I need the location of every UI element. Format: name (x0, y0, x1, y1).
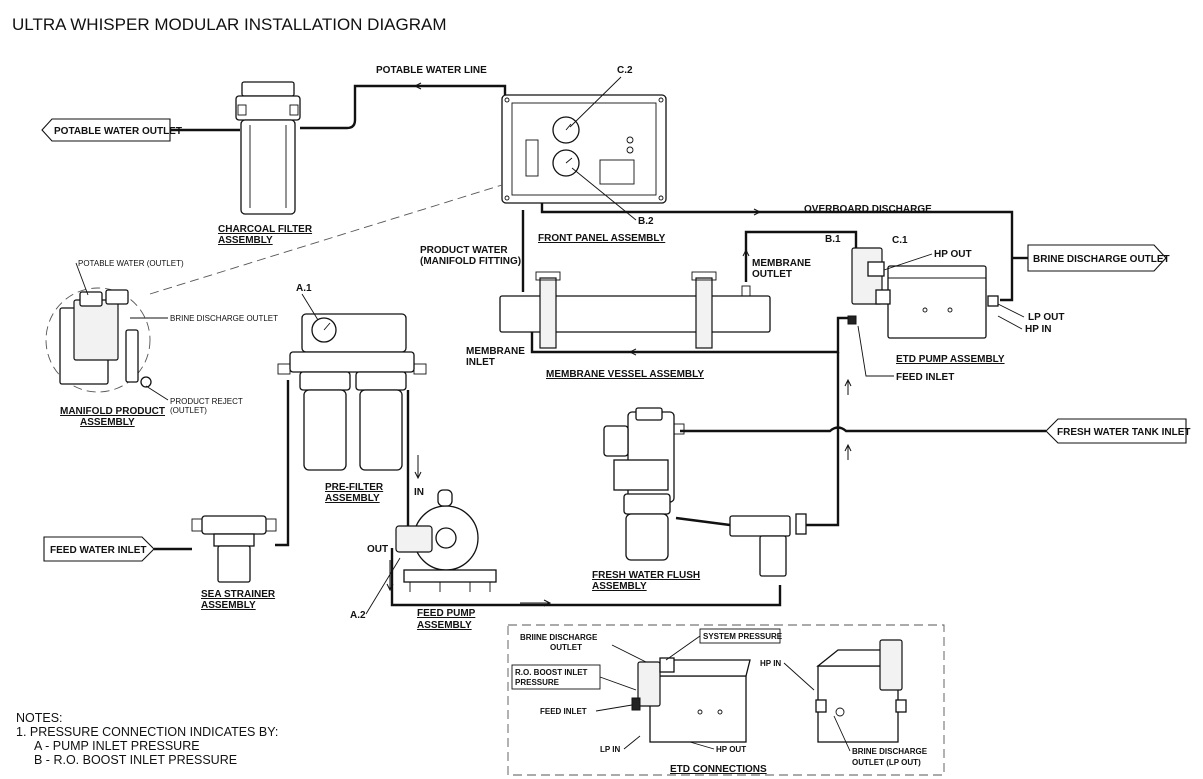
b1-label: B.1 (825, 234, 841, 245)
pre-filter-label: PRE-FILTER (325, 482, 384, 493)
overboard-discharge-label: OVERBOARD DISCHARGE (804, 204, 932, 215)
product-water-label-2: (MANIFOLD FITTING) (420, 256, 521, 267)
fresh-water-flush-label: FRESH WATER FLUSH (592, 570, 700, 581)
charcoal-filter-label: CHARCOAL FILTER (218, 224, 313, 235)
feed-pump-label-2: ASSEMBLY (417, 620, 472, 631)
feed-pump-out-label: OUT (367, 544, 388, 555)
potable-water-outlet-flag: POTABLE WATER OUTLET (41, 118, 240, 142)
etd-hp-in-label: HP IN (1025, 324, 1052, 335)
product-water-label: PRODUCT WATER (420, 245, 508, 256)
brine-discharge-outlet-label: BRINE DISCHARGE OUTLET (1033, 254, 1170, 265)
pre-filter-label-2: ASSEMBLY (325, 493, 380, 504)
front-panel-assembly: C.2 B.2 FRONT PANEL ASSEMBLY (501, 65, 667, 244)
notes-line-3: B - R.O. BOOST INLET PRESSURE (34, 753, 237, 767)
potable-water-outlet-label: POTABLE WATER OUTLET (54, 126, 182, 137)
sea-strainer-label: SEA STRAINER (201, 589, 276, 600)
feed-pump-label: FEED PUMP (417, 608, 476, 619)
feed-pump-assembly: IN OUT A.2 FEED PUMP ASSEMBLY (350, 487, 497, 631)
c1-label: C.1 (892, 235, 908, 246)
manifold-reject-label-2: (OUTLET) (170, 406, 207, 415)
manifold-reject-label: PRODUCT REJECT (170, 397, 243, 406)
etd-connections-title: ETD CONNECTIONS (670, 764, 767, 775)
feed-pump-in-label: IN (414, 487, 424, 498)
fresh-water-flush-label-2: ASSEMBLY (592, 581, 647, 592)
brine-discharge-outlet-flag: BRINE DISCHARGE OUTLET (1012, 244, 1170, 272)
manifold-potable-outlet-label: POTABLE WATER (OUTLET) (78, 259, 184, 268)
etd-briine-discharge-label-2: OUTLET (550, 643, 582, 652)
notes-heading: NOTES: (16, 711, 63, 725)
etd-feed-inlet-label: FEED INLET (896, 372, 954, 383)
notes: NOTES: 1. PRESSURE CONNECTION INDICATES … (16, 711, 278, 767)
fresh-water-flush-assembly: FRESH WATER FLUSH ASSEMBLY (592, 407, 807, 592)
notes-line-1: 1. PRESSURE CONNECTION INDICATES BY: (16, 725, 278, 739)
manifold-product-label: MANIFOLD PRODUCT (60, 406, 165, 417)
etd-hp-out-label: HP OUT (934, 249, 972, 260)
potable-water-line-label: POTABLE WATER LINE (376, 65, 487, 76)
membrane-vessel-label: MEMBRANE VESSEL ASSEMBLY (546, 369, 704, 380)
sea-strainer-label-2: ASSEMBLY (201, 600, 256, 611)
charcoal-filter-label-2: ASSEMBLY (218, 235, 273, 246)
etd-ro-boost-label: R.O. BOOST INLET (515, 668, 588, 677)
notes-line-2: A - PUMP INLET PRESSURE (34, 739, 200, 753)
membrane-inlet-label: MEMBRANE (466, 346, 525, 357)
etd-system-pressure-label: SYSTEM PRESSURE (703, 632, 783, 641)
feed-water-inlet-flag: FEED WATER INLET (43, 536, 192, 562)
etd-connections-panel: BRIINE DISCHARGE OUTLET SYSTEM PRESSURE … (507, 624, 945, 776)
piping (275, 82, 1046, 607)
etd-brine-discharge-label: BRINE DISCHARGE (852, 747, 928, 756)
c2-label: C.2 (617, 65, 633, 76)
etd-feed-inlet-label: FEED INLET (540, 707, 587, 716)
manifold-product-assembly: POTABLE WATER (OUTLET) BRINE DISCHARGE O… (45, 184, 503, 428)
manifold-product-label-2: ASSEMBLY (80, 417, 135, 428)
a1-label: A.1 (296, 283, 312, 294)
fresh-water-tank-inlet-flag: FRESH WATER TANK INLET (1045, 418, 1191, 444)
etd-brine-discharge-label-2: OUTLET (LP OUT) (852, 758, 921, 767)
charcoal-filter-assembly: CHARCOAL FILTER ASSEMBLY (218, 81, 313, 246)
etd-briine-discharge-label: BRIINE DISCHARGE (520, 633, 598, 642)
b2-label: B.2 (638, 216, 654, 227)
fresh-water-tank-inlet-label: FRESH WATER TANK INLET (1057, 427, 1191, 438)
etd-hp-out-label-2: HP OUT (716, 745, 746, 754)
membrane-vessel-assembly: PRODUCT WATER (MANIFOLD FITTING) MEMBRAN… (420, 245, 811, 380)
feed-water-inlet-label: FEED WATER INLET (50, 545, 146, 556)
etd-lp-in-label: LP IN (600, 745, 621, 754)
front-panel-label: FRONT PANEL ASSEMBLY (538, 233, 666, 244)
manifold-brine-label: BRINE DISCHARGE OUTLET (170, 314, 278, 323)
membrane-outlet-label: MEMBRANE (752, 258, 811, 269)
etd-pump-assembly: B.1 C.1 HP OUT LP OUT HP IN ETD PUMP ASS… (825, 234, 1064, 383)
membrane-inlet-label-2: INLET (466, 357, 495, 368)
diagram-title: ULTRA WHISPER MODULAR INSTALLATION DIAGR… (12, 15, 447, 34)
etd-hp-in-label-2: HP IN (760, 659, 781, 668)
pre-filter-assembly: A.1 PRE-FILTER ASSEMBLY (277, 283, 427, 504)
etd-ro-boost-label-2: PRESSURE (515, 678, 560, 687)
sea-strainer-assembly: SEA STRAINER ASSEMBLY (191, 515, 277, 611)
etd-pump-label: ETD PUMP ASSEMBLY (896, 354, 1005, 365)
membrane-outlet-label-2: OUTLET (752, 269, 792, 280)
etd-lp-out-label: LP OUT (1028, 312, 1064, 323)
a2-label: A.2 (350, 610, 366, 621)
